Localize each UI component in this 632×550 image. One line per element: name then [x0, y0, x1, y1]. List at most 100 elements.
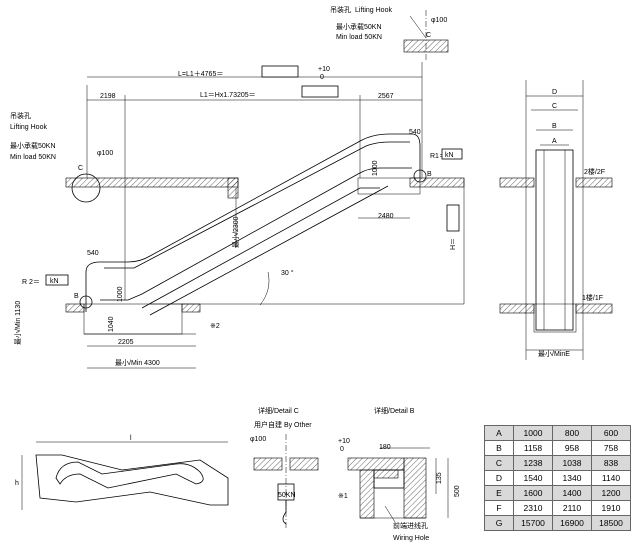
top-min-load-cn: 最小承载50KN [336, 22, 382, 31]
truss-underside [141, 187, 380, 309]
l-tol-plus: +10 [318, 66, 330, 73]
r2-unit: kN [50, 278, 59, 285]
side-label-d: D [552, 89, 557, 96]
dim-2205: 2205 [118, 339, 134, 346]
upper-dim-1000: 1000 [372, 160, 379, 176]
detail-b-wall-inner [359, 469, 375, 519]
h-value-box [446, 204, 460, 232]
dim-1040: 1040 [108, 316, 115, 332]
table-cell: 1000 [513, 425, 553, 441]
h-eq: H＝ [450, 238, 457, 250]
detail-c-slab-right [289, 457, 319, 471]
table-row-label: D [484, 470, 514, 486]
truss-underside-2 [149, 185, 389, 316]
top-lifting-hook-en: Lifting Hook [355, 7, 392, 14]
lower-dim-540: 540 [87, 250, 99, 257]
left-min-load-cn: 最小承载50KN [10, 141, 56, 150]
detail-b-beam-fill [373, 469, 399, 479]
handrail-line [104, 141, 410, 269]
dim-2480: 2480 [378, 213, 394, 220]
floor-1f: 1楼/1F [582, 293, 603, 302]
table-row-label: E [484, 485, 514, 501]
table-cell: 2310 [513, 500, 553, 516]
side-pit [533, 303, 577, 333]
floor-2f: 2楼/2F [584, 167, 605, 176]
side-upper-slab-right [575, 177, 613, 188]
small-truss-outline [35, 454, 229, 506]
r1-box [441, 148, 463, 160]
small-label-l: l [130, 435, 132, 442]
dim-right: 2567 [378, 93, 394, 100]
detail-c-view: 详细/Detail C 用户自建 By Other φ100 50KN [250, 406, 319, 530]
detail-b-wall [403, 457, 427, 519]
table-cell: 1158 [513, 440, 553, 456]
table-cell: 1400 [552, 485, 592, 501]
table-row-label: B [484, 440, 514, 456]
r2-box [45, 274, 69, 286]
note-x2: ※2 [210, 323, 220, 330]
table-cell: 758 [591, 440, 631, 456]
detail-c-slab-left [253, 457, 283, 471]
dim-left: 2198 [100, 93, 116, 100]
lower-pit [83, 303, 183, 335]
table-cell: 600 [591, 425, 631, 441]
detail-b-wiring-en: Wiring Hole [393, 535, 429, 542]
side-section-view: D C B A 2楼/2F 1楼/1F 最小/MinE [499, 80, 613, 360]
detail-b-callout-lower [79, 295, 93, 309]
side-truss [535, 149, 574, 331]
detail-b-tol-plus: +10 [338, 438, 350, 445]
table-cell: 1910 [591, 500, 631, 516]
detail-b-note-x1: ※1 [338, 493, 348, 500]
table-cell: 15700 [513, 515, 553, 531]
lower-label-b: B [74, 293, 79, 300]
table-row-label: C [484, 455, 514, 471]
table-cell: 2110 [552, 500, 592, 516]
left-lifting-hook-cn: 吊装孔 [10, 111, 31, 120]
r2-label: R 2＝ [22, 279, 40, 286]
small-handrail [55, 461, 204, 489]
side-upper-slab-left [499, 177, 535, 188]
r1-label: R1＝ [430, 153, 446, 160]
detail-b-dim-180: 180 [379, 444, 391, 451]
upper-dim-540: 540 [409, 129, 421, 136]
r1-unit: kN [445, 152, 454, 159]
table-cell: 1340 [552, 470, 592, 486]
l-tol-zero: 0 [320, 74, 324, 81]
table-cell: 18500 [591, 515, 631, 531]
min-2300: 最小/2300 [231, 216, 240, 248]
left-min-load-en: Min load 50KN [10, 154, 56, 161]
angle-arc [259, 271, 270, 306]
l1-value-box [301, 85, 339, 98]
truss-top-outline [85, 133, 421, 312]
table-cell: 800 [552, 425, 592, 441]
table-row-label: G [484, 515, 514, 531]
upper-floor-slab-left [65, 177, 239, 188]
table-cell: 1238 [513, 455, 553, 471]
detail-b-dim-135: 135 [436, 472, 443, 484]
min-1130: 最小/Min 1130 [13, 301, 22, 345]
small-label-h: h [15, 480, 19, 487]
detail-c-by-other: 用户自建 By Other [254, 420, 312, 429]
detail-b-tol-zero: 0 [340, 446, 344, 453]
table-cell: 16900 [552, 515, 592, 531]
upper-floor-slab-right [409, 177, 465, 188]
l1-formula: L1＝Hx1.73205＝ [200, 92, 256, 99]
detail-b-slab-top [347, 457, 405, 471]
table-cell: 838 [591, 455, 631, 471]
top-phi100: φ100 [431, 17, 447, 24]
l-formula: L=L1＋4765＝ [178, 70, 223, 78]
lower-dim-1000: 1000 [117, 286, 124, 302]
detail-c-title: 详细/Detail C [258, 406, 299, 415]
detail-b-callout-upper [413, 169, 427, 183]
small-escalator-view: l h [15, 435, 229, 510]
upper-floor-edge [227, 177, 239, 199]
